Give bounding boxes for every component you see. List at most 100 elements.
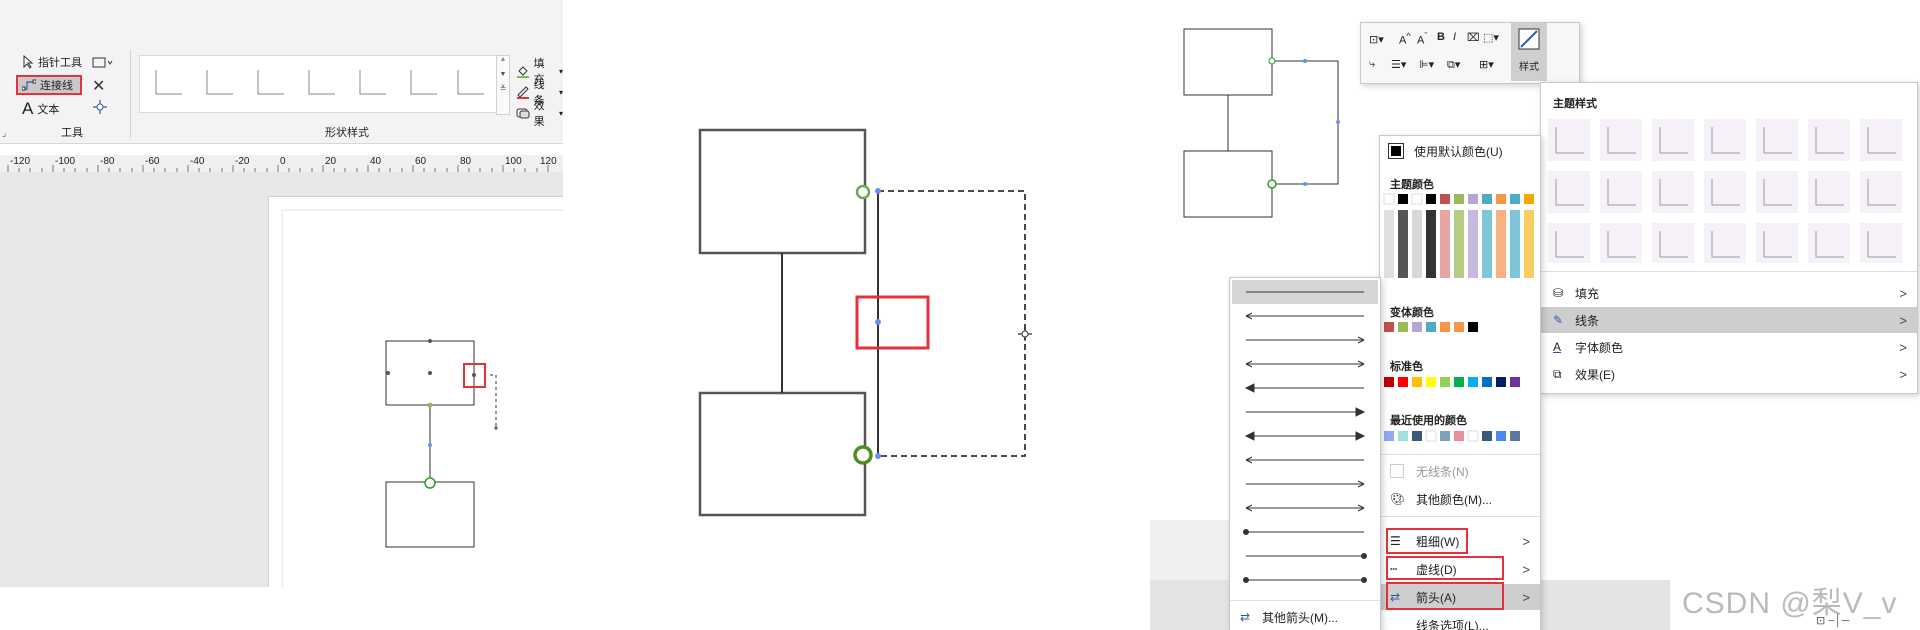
cursor-crosshair-icon <box>494 426 498 430</box>
connector-endpoint <box>875 453 881 459</box>
pointer-tool-label: 指针工具 <box>38 57 82 69</box>
style-thumbnail[interactable] <box>250 62 290 102</box>
rectangle-shape-icon[interactable] <box>92 56 114 74</box>
panel-ribbon-canvas: 指针工具 连接线 ✕ A 文本 工具 ⌟ ▲ <box>0 0 563 587</box>
connector-tool-button[interactable]: 连接线 <box>16 75 82 95</box>
dash-icon: ┅ <box>1390 562 1398 576</box>
menu-item-more-colors[interactable]: 🎨︎ 其他颜色(M)... <box>1380 486 1540 512</box>
theme-color-palette[interactable] <box>1380 192 1540 282</box>
menu-item-line-options[interactable]: 线条选项(L)... <box>1380 612 1540 630</box>
bring-forward-icon[interactable]: ⧉▾ <box>1447 59 1461 71</box>
bold-icon[interactable]: B <box>1437 31 1445 43</box>
menu-item-arrows[interactable]: ⇄ 箭头(A)> <box>1380 584 1540 610</box>
text-tool-button[interactable]: A 文本 <box>22 99 59 119</box>
gallery-scrollbar[interactable]: ▲ ▼ ≚ <box>496 55 510 115</box>
style-menu: 主题样式 ⛁ 填充> ✎ 线条> A 字体颜色> ⧉ 效果(E)> <box>1540 82 1918 394</box>
font-shrink-icon[interactable]: Aˇ <box>1417 31 1428 47</box>
menu-item-weight[interactable]: ☰ 粗细(W)> <box>1380 528 1540 554</box>
gallery-more-icon[interactable]: ≚ <box>499 84 507 93</box>
pointer-tool-button[interactable]: 指针工具 <box>22 54 82 70</box>
menu-divider <box>1380 454 1540 455</box>
style-brush-icon <box>1518 28 1540 50</box>
highlight-weight <box>1386 528 1468 554</box>
effect-button[interactable]: 效果▾ <box>516 97 563 129</box>
shape-rectangle-top[interactable] <box>1183 28 1273 96</box>
menu-item-label: 其他箭头(M)... <box>1262 610 1338 625</box>
mini-toolbar: ⊡▾ A^ Aˇ B I ⌧ ⬚▾ ⤷ ☰▾ ⊫▾ ⧉▾ ⊞▾ 样式 <box>1360 22 1580 84</box>
canvas-shapes <box>281 209 563 587</box>
connection-point-icon[interactable] <box>92 99 108 120</box>
glue-point-top[interactable] <box>855 184 871 200</box>
menu-item-label: 使用默认颜色(U) <box>1414 144 1503 159</box>
line-color-menu: 使用默认颜色(U) 主题颜色 变体颜色 <box>1379 135 1541 630</box>
variant-color-row[interactable] <box>1380 321 1540 335</box>
line-button[interactable]: 线条▾ <box>516 76 563 108</box>
connector-icon[interactable]: ⤷ <box>1369 58 1376 70</box>
text-block-icon[interactable]: ☰▾ <box>1391 59 1407 71</box>
style-thumbnail[interactable] <box>301 62 341 102</box>
scroll-down-icon[interactable]: ▼ <box>499 71 507 78</box>
shape-rectangle-top[interactable] <box>698 128 867 255</box>
chevron-right-icon: > <box>1899 285 1907 301</box>
arrow-options-list[interactable] <box>1230 278 1380 598</box>
style-thumbnail[interactable] <box>199 62 239 102</box>
connector-handle[interactable] <box>428 403 432 407</box>
menu-item-no-line[interactable]: 无线条(N) <box>1380 458 1540 484</box>
ruler-label: -40 <box>190 156 205 167</box>
menu-item-font-color[interactable]: A 字体颜色> <box>1541 334 1917 360</box>
menu-item-default-color[interactable]: 使用默认颜色(U) <box>1380 138 1540 164</box>
recent-colors-heading: 最近使用的颜色 <box>1390 415 1467 427</box>
shape-fill-icon[interactable]: ⬚▾ <box>1483 32 1499 44</box>
ruler-label: -80 <box>100 156 115 167</box>
connection-point <box>386 371 390 375</box>
glue-point-bottom[interactable] <box>853 445 873 465</box>
menu-item-label: 粗细(W) <box>1416 534 1460 549</box>
shape-rectangle-bottom[interactable] <box>698 391 867 517</box>
font-grow-icon[interactable]: A^ <box>1399 31 1411 47</box>
style-thumbnail[interactable] <box>352 62 392 102</box>
dialog-launcher-icon[interactable]: ⌟ <box>2 128 7 138</box>
theme-style-grid[interactable] <box>1541 113 1917 263</box>
scroll-up-icon[interactable]: ▲ <box>499 56 507 63</box>
menu-item-label: 箭头(A) <box>1416 590 1456 605</box>
style-button[interactable]: 样式 <box>1511 23 1547 81</box>
shape-rectangle-bottom[interactable] <box>1183 150 1273 218</box>
font-color-icon: A <box>1553 340 1562 354</box>
shape-style-gallery <box>139 55 497 113</box>
menu-item-more-arrows[interactable]: ⇄ 其他箭头(M)... <box>1230 604 1380 630</box>
style-thumbnail[interactable] <box>403 62 443 102</box>
theme-colors-heading: 主题颜色 <box>1390 179 1434 191</box>
style-thumbnail[interactable] <box>148 62 188 102</box>
align-icon[interactable]: ⊫▾ <box>1419 59 1435 71</box>
recent-color-row[interactable] <box>1380 430 1540 444</box>
arrow-style-menu: ⇄ 其他箭头(M)... <box>1229 277 1381 630</box>
line-label: 线条 <box>533 79 545 107</box>
connection-point <box>428 371 432 375</box>
menu-item-fill[interactable]: ⛁ 填充> <box>1541 280 1917 306</box>
format-painter-icon[interactable]: ⌧ <box>1467 32 1480 44</box>
menu-item-effects[interactable]: ⧉ 效果(E)> <box>1541 361 1917 387</box>
group-icon[interactable]: ⊞▾ <box>1479 59 1494 71</box>
style-thumbnail[interactable] <box>450 62 490 102</box>
standard-color-row[interactable] <box>1380 376 1540 390</box>
text-box-icon[interactable]: ⊡▾ <box>1369 34 1384 46</box>
menu-item-dashes[interactable]: ┅ 虚线(D)> <box>1380 556 1540 582</box>
connector-midpoint <box>428 443 432 447</box>
fill-button[interactable]: 填充▾ <box>516 55 563 87</box>
menu-divider <box>1380 516 1540 517</box>
variant-colors-heading: 变体颜色 <box>1390 307 1434 319</box>
ruler-label: -60 <box>145 156 160 167</box>
zoom-slider-icon[interactable]: ⊡ −│─ <box>1816 615 1850 627</box>
chevron-right-icon: > <box>1522 589 1530 605</box>
menu-item-line[interactable]: ✎ 线条> <box>1541 307 1917 333</box>
italic-icon[interactable]: I <box>1453 31 1457 43</box>
shape-styles-group-label: 形状样式 <box>325 127 369 139</box>
connector-glue-point[interactable] <box>424 477 436 489</box>
highlight-dashes <box>1386 556 1504 580</box>
standard-colors-heading: 标准色 <box>1390 361 1423 373</box>
shape-rectangle-bottom[interactable] <box>385 481 475 548</box>
color-swatch-icon <box>1388 143 1404 159</box>
menu-item-label: 填充 <box>1575 286 1600 301</box>
close-icon[interactable]: ✕ <box>92 78 106 95</box>
menu-item-label: 其他颜色(M)... <box>1416 492 1492 507</box>
